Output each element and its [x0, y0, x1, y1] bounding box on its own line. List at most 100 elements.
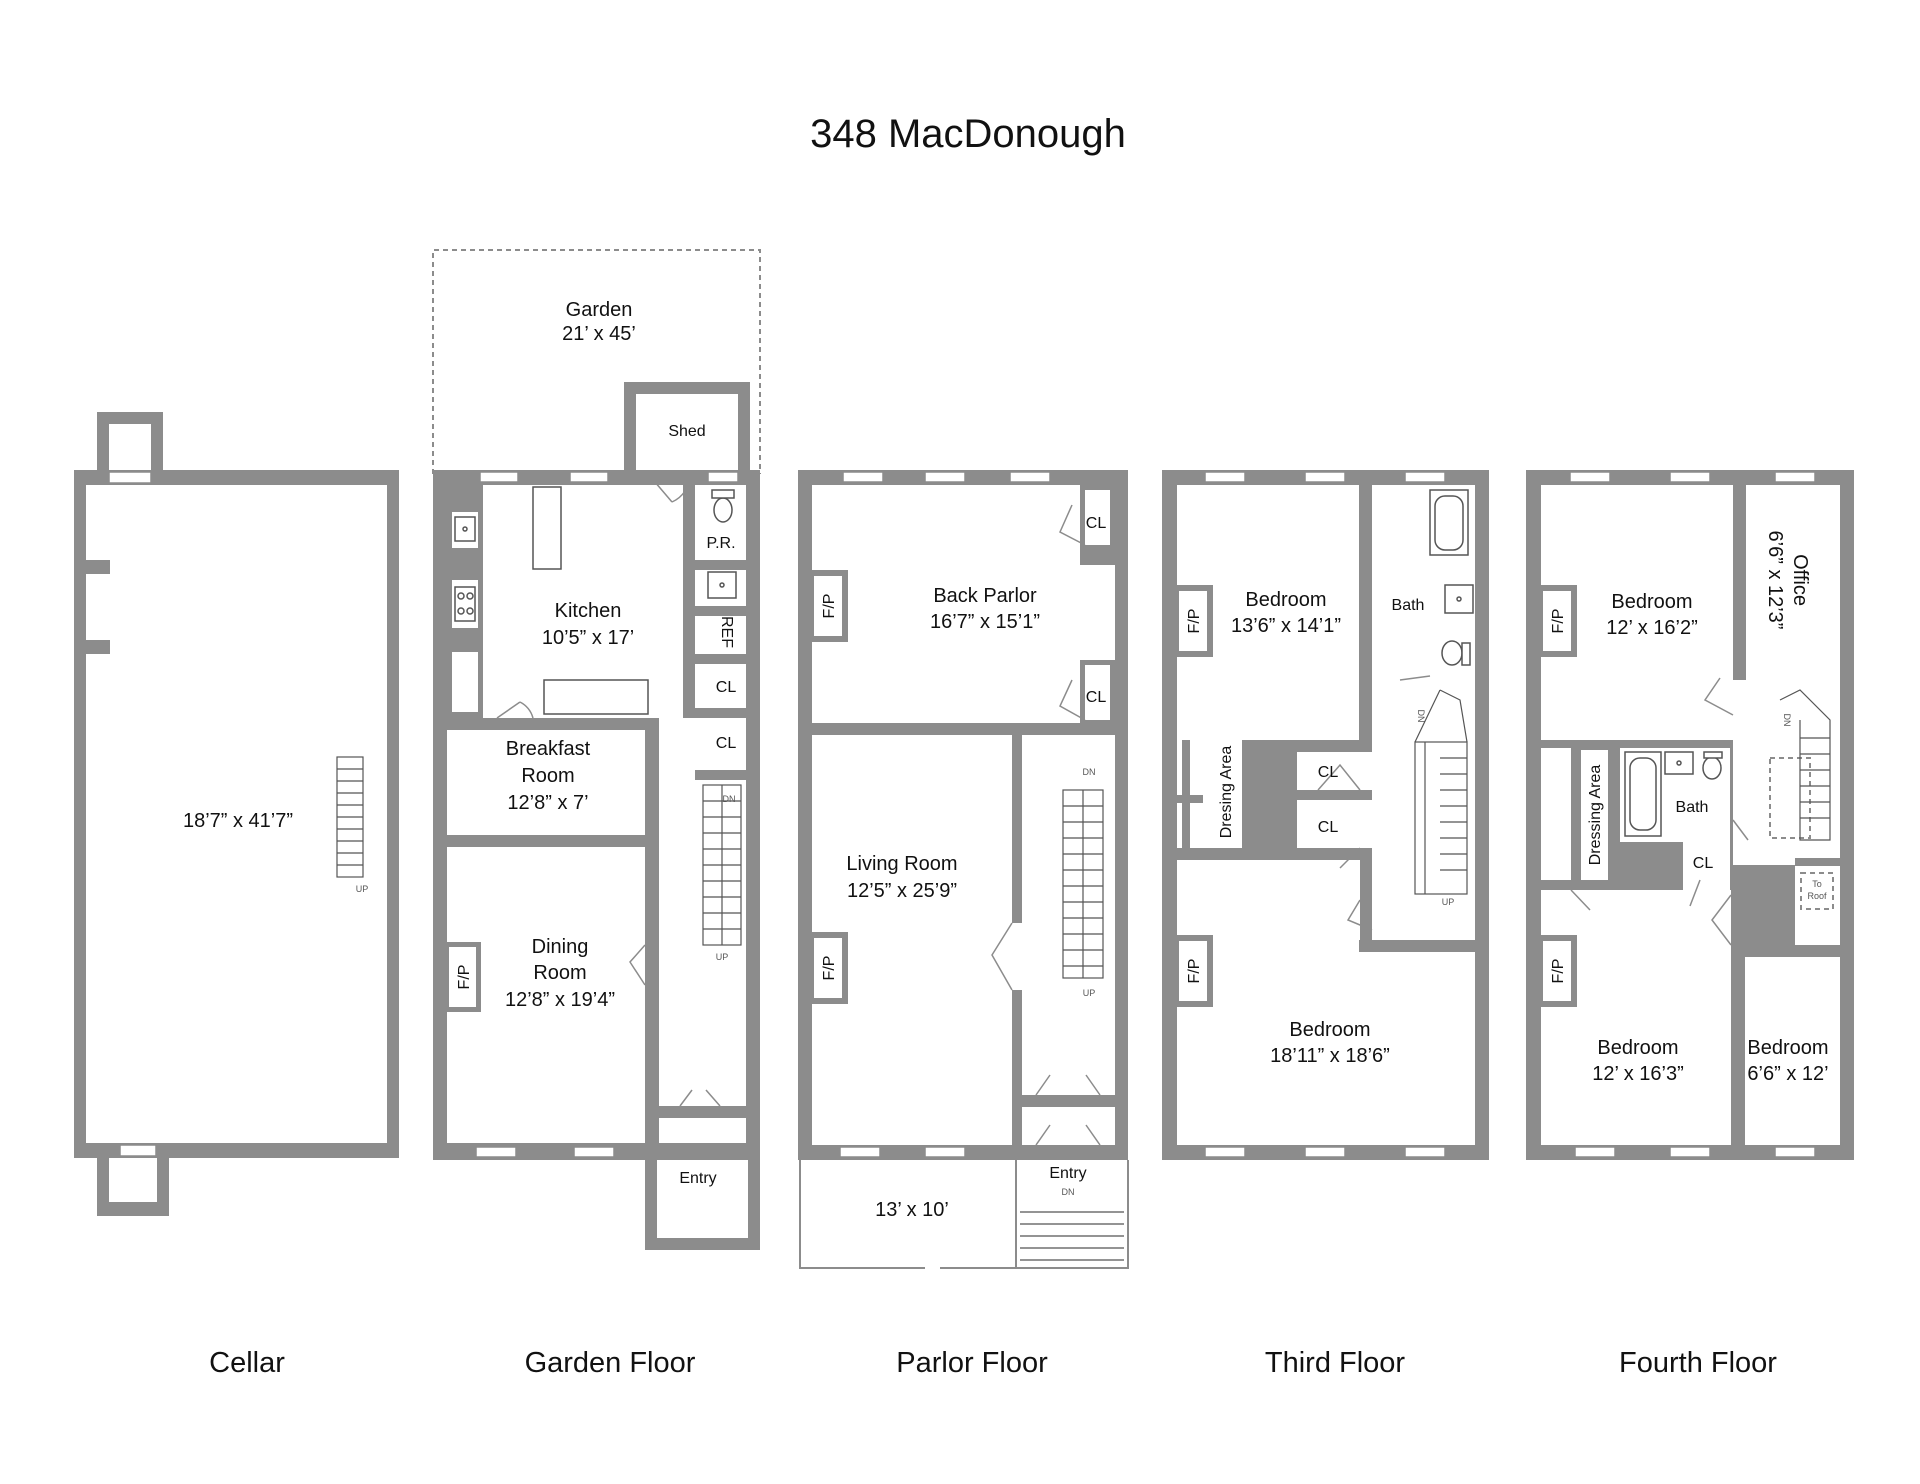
door	[1711, 894, 1761, 951]
garden-dimensions: 21’ x 45’	[562, 323, 636, 345]
window	[569, 471, 609, 483]
window	[108, 471, 152, 484]
bath-label: Bath	[1392, 597, 1425, 614]
closet-label: CL	[1086, 689, 1107, 706]
door	[1346, 899, 1373, 931]
fireplace-label: F/P	[821, 956, 838, 981]
stair-hall	[1733, 680, 1840, 865]
parlor-stair-up-label: UP	[1083, 988, 1096, 998]
garden-stair	[702, 784, 742, 946]
door	[496, 701, 534, 719]
stoop-stair-dn-label: DN	[1062, 1187, 1075, 1197]
window	[1774, 471, 1816, 483]
bedroom-front-name: Bedroom	[1289, 1019, 1370, 1041]
window	[119, 1144, 157, 1157]
bedroom-rear-name: Bedroom	[1611, 591, 1692, 613]
kitchen-dimensions: 10’5” x 17’	[542, 627, 634, 649]
breakfast-name: Breakfast	[506, 738, 591, 760]
door	[648, 474, 691, 503]
fireplace	[1543, 591, 1571, 651]
floor-label-garden: Garden Floor	[525, 1347, 696, 1379]
window	[924, 1146, 966, 1158]
window	[1669, 1146, 1711, 1158]
third-stair-dn-label: DN	[1416, 710, 1426, 723]
breakfast-name: Room	[521, 765, 574, 787]
door	[1035, 1074, 1101, 1096]
closet-label: CL	[1318, 819, 1339, 836]
fireplace	[449, 947, 476, 1007]
stoop-stair	[1020, 1211, 1124, 1261]
bedroom-front-dimensions: 18’11” x 18’6”	[1270, 1045, 1390, 1067]
third-floor-plan: CL CL Dresing Area Bath DN UP F/P F/P Be…	[1162, 470, 1489, 1379]
window	[1669, 471, 1711, 483]
fireplace	[1543, 941, 1571, 1001]
bedroom-front	[1541, 890, 1731, 1145]
fireplace	[1179, 591, 1207, 651]
fireplace-label: F/P	[1550, 959, 1567, 984]
closet-label: CL	[1086, 515, 1107, 532]
window	[479, 471, 519, 483]
office-room	[1746, 485, 1840, 680]
toilet-icon	[1441, 640, 1463, 666]
floor-label-fourth: Fourth Floor	[1619, 1347, 1777, 1379]
window	[1404, 471, 1446, 483]
parlor-floor-plan: CL CL F/P F/P DN UP DN Entry 13’ x 10’ B…	[798, 470, 1129, 1379]
fourth-floor-stair	[1769, 689, 1831, 841]
parlor-stair	[1062, 789, 1104, 979]
window	[1204, 1146, 1246, 1158]
bedroom-rear-dimensions: 13’6” x 14’1”	[1231, 615, 1341, 637]
door	[629, 944, 646, 986]
stove-icon	[454, 586, 476, 622]
floor-label-parlor: Parlor Floor	[896, 1347, 1048, 1379]
window	[924, 471, 966, 483]
door	[1399, 675, 1431, 681]
bath-label: Bath	[1676, 799, 1709, 816]
bedroom-small-dimensions: 6’6” x 12’	[1747, 1063, 1828, 1085]
parlor-entry-label: Entry	[1049, 1165, 1086, 1182]
kitchen-name: Kitchen	[555, 600, 622, 622]
garden-stair-up-label: UP	[716, 952, 729, 962]
closet-label: CL	[1693, 855, 1714, 872]
breakfast-dimensions: 12’8” x 7’	[507, 792, 588, 814]
parlor-hall	[1020, 735, 1115, 1145]
living-room-dimensions: 12’5” x 25’9”	[847, 880, 957, 902]
garden-name: Garden	[566, 299, 633, 321]
fireplace-label: F/P	[1186, 959, 1203, 984]
cellar-stair-up-label: UP	[356, 884, 369, 894]
window	[1204, 471, 1246, 483]
office-name: Office	[1789, 554, 1811, 606]
fireplace	[814, 938, 842, 998]
fireplace-label: F/P	[1186, 609, 1203, 634]
fireplace	[814, 576, 842, 636]
window	[1569, 471, 1611, 483]
door	[1059, 504, 1086, 721]
kitchen-room	[447, 485, 683, 718]
window	[1574, 1146, 1616, 1158]
window	[839, 1146, 881, 1158]
fourth-floor-plan: Bath CL DN To Roof F/P F/P Bedroom 12’ x…	[1526, 470, 1854, 1379]
dressing-area-label: Dressing Area	[1587, 765, 1604, 866]
dining-name: Dining	[532, 936, 589, 958]
roof-hatch	[1800, 872, 1834, 910]
office-dimensions: 6’6” x 12’3”	[1764, 531, 1786, 630]
closet-label: CL	[1318, 764, 1339, 781]
back-parlor-dimensions: 16’7” x 15’1”	[930, 611, 1040, 633]
fireplace-label: F/P	[821, 594, 838, 619]
shed-label: Shed	[668, 423, 705, 440]
fireplace	[1179, 941, 1207, 1001]
cellar-dimensions: 18’7” x 41’7”	[183, 810, 293, 832]
kitchen-counter	[543, 679, 649, 715]
door	[679, 1089, 721, 1107]
window	[842, 471, 884, 483]
window	[475, 1146, 517, 1158]
toilet-icon	[713, 497, 733, 523]
parlor-stair-dn-label: DN	[1083, 767, 1096, 777]
stoop-dimensions: 13’ x 10’	[875, 1199, 949, 1221]
door	[1570, 879, 1701, 911]
bedroom-small-name: Bedroom	[1747, 1037, 1828, 1059]
bedroom-rear-dimensions: 12’ x 16’2”	[1606, 617, 1698, 639]
garden-yard-outline	[432, 249, 761, 474]
living-room-name: Living Room	[846, 853, 957, 875]
door	[1317, 763, 1361, 869]
